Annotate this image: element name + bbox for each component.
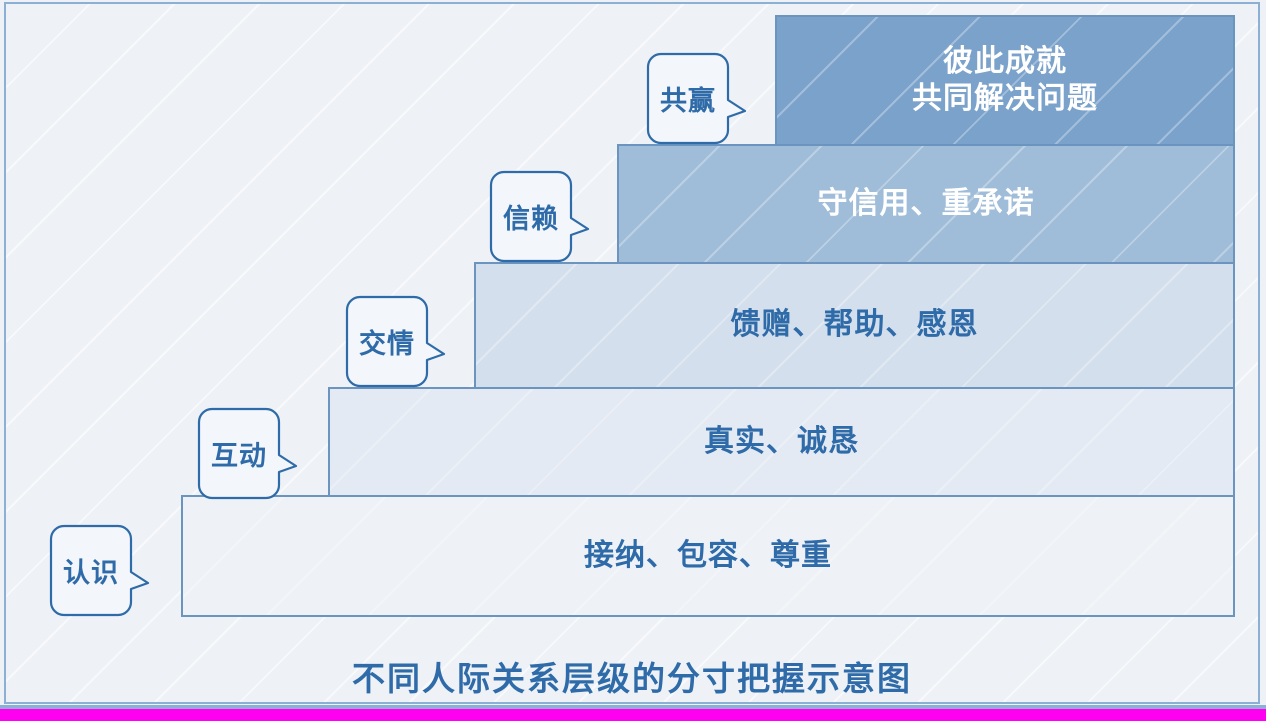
step-3-content: 馈赠、帮助、感恩 [730, 308, 979, 342]
callout-5-label: 共赢 [660, 86, 716, 116]
callout-3-label: 交情 [359, 329, 415, 359]
step-4-content: 守信用、重承诺 [817, 186, 1035, 220]
step-level-4[interactable]: 守信用、重承诺 [617, 144, 1235, 264]
step-level-2[interactable]: 真实、诚恳 [328, 387, 1235, 497]
callout-2-label: 互动 [211, 441, 267, 471]
slide-frame: 接纳、包容、尊重 真实、诚恳 馈赠、帮助、感恩 守信用、重承诺 彼此成就 共同解… [4, 2, 1260, 704]
callout-level-1[interactable]: 认识 [49, 524, 150, 617]
callout-1-label: 认识 [63, 558, 119, 588]
step-5-content: 彼此成就 共同解决问题 [912, 44, 1098, 115]
callout-bubble-shape-icon [345, 295, 446, 388]
step-level-5[interactable]: 彼此成就 共同解决问题 [775, 15, 1235, 146]
callout-level-4[interactable]: 信赖 [489, 170, 590, 263]
step-2-content: 真实、诚恳 [704, 424, 859, 458]
step-1-content: 接纳、包容、尊重 [584, 538, 832, 572]
callout-level-2[interactable]: 互动 [197, 407, 298, 500]
bottom-magenta-strip [0, 705, 1266, 721]
callout-bubble-shape-icon [49, 524, 150, 617]
step-level-1[interactable]: 接纳、包容、尊重 [181, 495, 1235, 617]
callout-bubble-shape-icon [646, 52, 747, 145]
callout-bubble-shape-icon [489, 170, 590, 263]
callout-4-label: 信赖 [503, 204, 559, 234]
step-level-3[interactable]: 馈赠、帮助、感恩 [474, 262, 1235, 389]
callout-bubble-shape-icon [197, 407, 298, 500]
diagram-title: 不同人际关系层级的分寸把握示意图 [352, 660, 912, 697]
callout-level-5[interactable]: 共赢 [646, 52, 747, 145]
callout-level-3[interactable]: 交情 [345, 295, 446, 388]
strip-top-edge [0, 705, 1266, 709]
